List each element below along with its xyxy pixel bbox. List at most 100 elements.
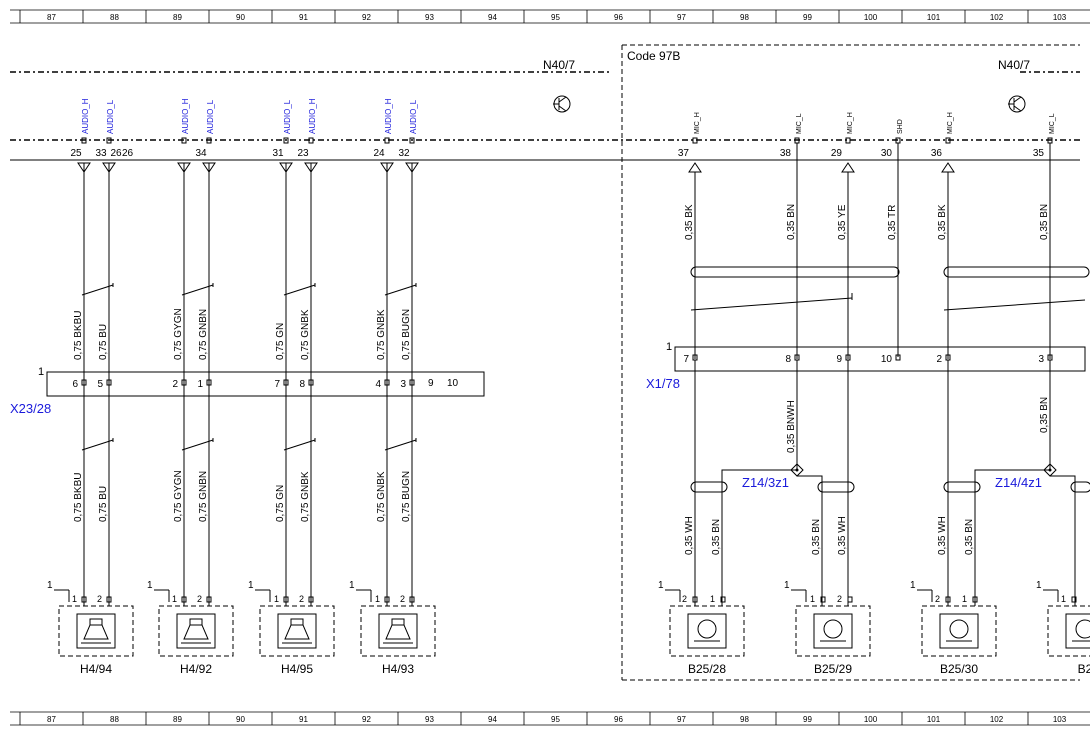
mic-box xyxy=(795,605,871,657)
wire-color: 0,75 GNBK xyxy=(300,471,311,522)
terminal xyxy=(945,137,951,144)
wire-color: 0,35 BN xyxy=(711,519,722,555)
signal-label: AUDIO_L xyxy=(106,99,115,134)
device-marker: 1 xyxy=(784,580,790,591)
mic-label: B25/28 xyxy=(688,662,726,676)
wire-color: 0,35 BN xyxy=(786,204,797,240)
arrow-icon xyxy=(841,162,855,173)
speaker-cone xyxy=(385,624,411,640)
terminal xyxy=(820,596,826,603)
wire-color: 0,75 BU xyxy=(98,324,109,360)
arrow-icon xyxy=(941,162,955,173)
x1-label: X1/78 xyxy=(646,376,680,391)
ruler-number: 96 xyxy=(614,13,623,22)
x1-pin: 2 xyxy=(936,354,942,365)
twist-mark xyxy=(943,299,1086,311)
speaker-label: H4/94 xyxy=(80,662,112,676)
ruler-number: 102 xyxy=(990,715,1004,724)
x1-pin: 7 xyxy=(683,354,689,365)
mic-box xyxy=(921,605,997,657)
terminal xyxy=(1071,596,1077,603)
speaker-frame xyxy=(378,613,418,649)
speaker-icon xyxy=(277,613,317,649)
wire-color: 0,35 BN xyxy=(964,519,975,555)
speaker-frame xyxy=(176,613,216,649)
speaker-icon xyxy=(176,613,216,649)
ruler-number: 91 xyxy=(299,715,308,724)
device-marker: 1 xyxy=(1036,580,1042,591)
device-marker: 1 xyxy=(147,580,153,591)
wire-color: 0,35 BN xyxy=(1039,397,1050,433)
terminal xyxy=(409,137,415,144)
ruler-number: 102 xyxy=(990,13,1004,22)
terminal xyxy=(283,596,289,603)
connector-x1 xyxy=(674,346,1086,372)
x23-pin: 6 xyxy=(72,379,78,390)
twist-mark xyxy=(81,439,114,451)
ruler-number: 95 xyxy=(551,13,560,22)
signal-label: AUDIO_L xyxy=(283,99,292,134)
wire-color: 0,75 BUGN xyxy=(401,309,412,360)
device-pin: 2 xyxy=(682,594,687,604)
terminal xyxy=(384,379,390,386)
connector-x23 xyxy=(46,371,485,397)
wire-color: 0,75 BU xyxy=(98,486,109,522)
terminal xyxy=(206,137,212,144)
terminal xyxy=(720,596,726,603)
terminal xyxy=(692,137,698,144)
device-pin: 2 xyxy=(935,594,940,604)
splice-z14-4: Z14/4z1 xyxy=(995,475,1042,490)
wire-color: 0,35 WH xyxy=(937,516,948,555)
wire-color: 0,75 GN xyxy=(275,485,286,522)
terminal xyxy=(283,379,289,386)
module-pin: 23 xyxy=(297,148,309,159)
speaker-magnet xyxy=(290,618,304,626)
speaker-box xyxy=(259,605,335,657)
code-label: Code 97B xyxy=(627,49,680,63)
speaker-box xyxy=(58,605,134,657)
ruler-number: 101 xyxy=(927,13,941,22)
signal-label: MIC_H xyxy=(694,112,701,134)
terminal xyxy=(81,596,87,603)
device-marker: 1 xyxy=(47,580,53,591)
twist-mark xyxy=(384,439,417,451)
signal-label: MIC_L xyxy=(1049,113,1056,134)
device-pin: 2 xyxy=(97,594,102,604)
module-label-right: N40/7 xyxy=(998,58,1030,72)
terminal xyxy=(308,137,314,144)
signal-label: AUDIO_H xyxy=(308,98,317,134)
module-pin: 26 xyxy=(110,148,122,159)
module-pin: 31 xyxy=(272,148,284,159)
ruler-number: 93 xyxy=(425,715,434,724)
x23-pin: 3 xyxy=(400,379,406,390)
twist-mark xyxy=(181,439,214,451)
wire-color: 0,75 GNBK xyxy=(300,309,311,360)
terminal xyxy=(945,596,951,603)
wire xyxy=(797,475,823,606)
module-pin: 30 xyxy=(881,148,893,159)
terminal xyxy=(384,137,390,144)
signal-label: AUDIO_H xyxy=(384,98,393,134)
module-pin: 33 xyxy=(95,148,107,159)
ruler-number: 97 xyxy=(677,13,686,22)
terminal xyxy=(206,596,212,603)
twist-mark xyxy=(181,284,214,296)
ruler-number: 90 xyxy=(236,715,245,724)
module-pin: 26 xyxy=(122,148,134,159)
signal-label: AUDIO_H xyxy=(81,98,90,134)
ruler-number: 101 xyxy=(927,715,941,724)
twist-mark xyxy=(81,284,114,296)
module-pin: 32 xyxy=(398,148,410,159)
ruler-number: 95 xyxy=(551,715,560,724)
speaker-icon xyxy=(378,613,418,649)
wire-color: 0,75 GYGN xyxy=(173,308,184,360)
speaker-box xyxy=(360,605,436,657)
terminal xyxy=(81,379,87,386)
module-pin: 35 xyxy=(1033,148,1045,159)
shield xyxy=(690,481,728,493)
terminal xyxy=(181,137,187,144)
wire-color: 0,35 BN xyxy=(1039,204,1050,240)
microphone-icon xyxy=(687,613,727,649)
terminal xyxy=(181,379,187,386)
